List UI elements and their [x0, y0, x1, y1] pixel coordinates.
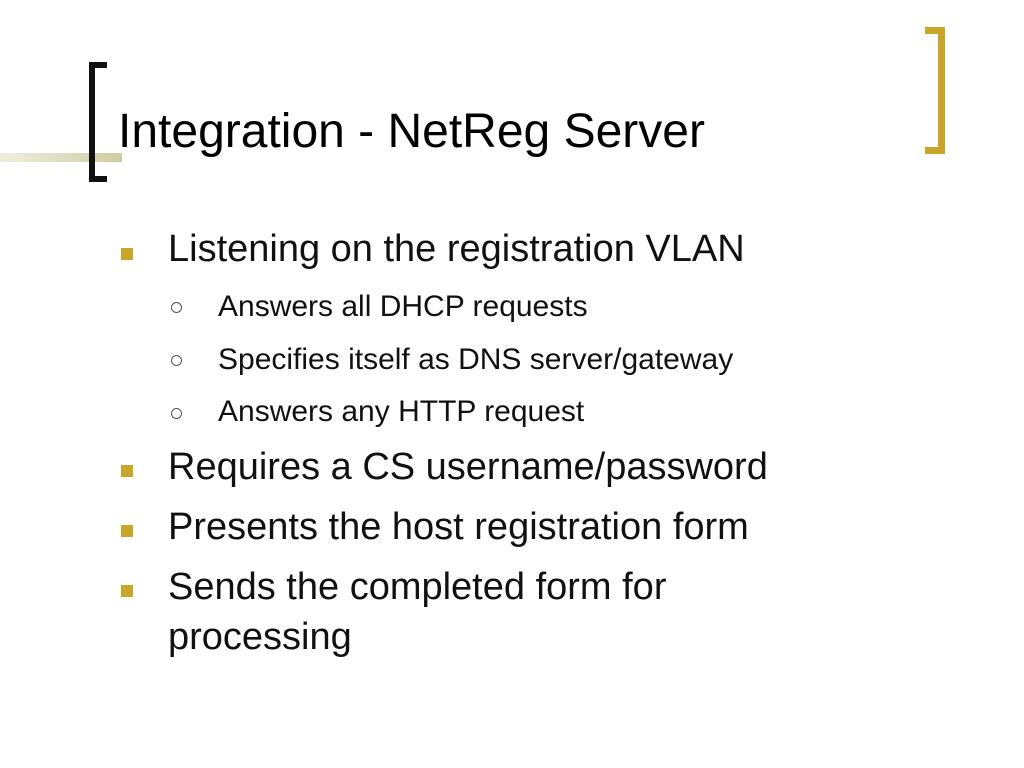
bracket-right-icon: [925, 27, 945, 154]
square-bullet-icon: [121, 525, 133, 537]
ring-bullet-icon: [171, 355, 182, 366]
ring-bullet-icon: [171, 302, 182, 313]
square-bullet-icon: [121, 585, 133, 597]
sub-bullet-item: Answers all DHCP requests: [218, 290, 588, 323]
bullet-item: Presents the host registration form: [168, 506, 749, 548]
sub-bullet-item: Answers any HTTP request: [218, 395, 585, 428]
bullet-item: Requires a CS username/password: [168, 446, 768, 488]
square-bullet-icon: [121, 465, 133, 477]
bullet-item-line-1: Sends the completed form for: [168, 566, 667, 608]
ring-bullet-icon: [171, 408, 182, 419]
sub-bullet-item: Specifies itself as DNS server/gateway: [218, 343, 734, 376]
title-underline-bar: [0, 153, 122, 162]
square-bullet-icon: [121, 248, 133, 260]
bullet-item: Listening on the registration VLAN: [168, 228, 745, 270]
bullet-item-line-2: processing: [168, 616, 352, 658]
slide-title: Integration - NetReg Server: [118, 105, 705, 158]
bracket-left-icon: [89, 62, 107, 182]
